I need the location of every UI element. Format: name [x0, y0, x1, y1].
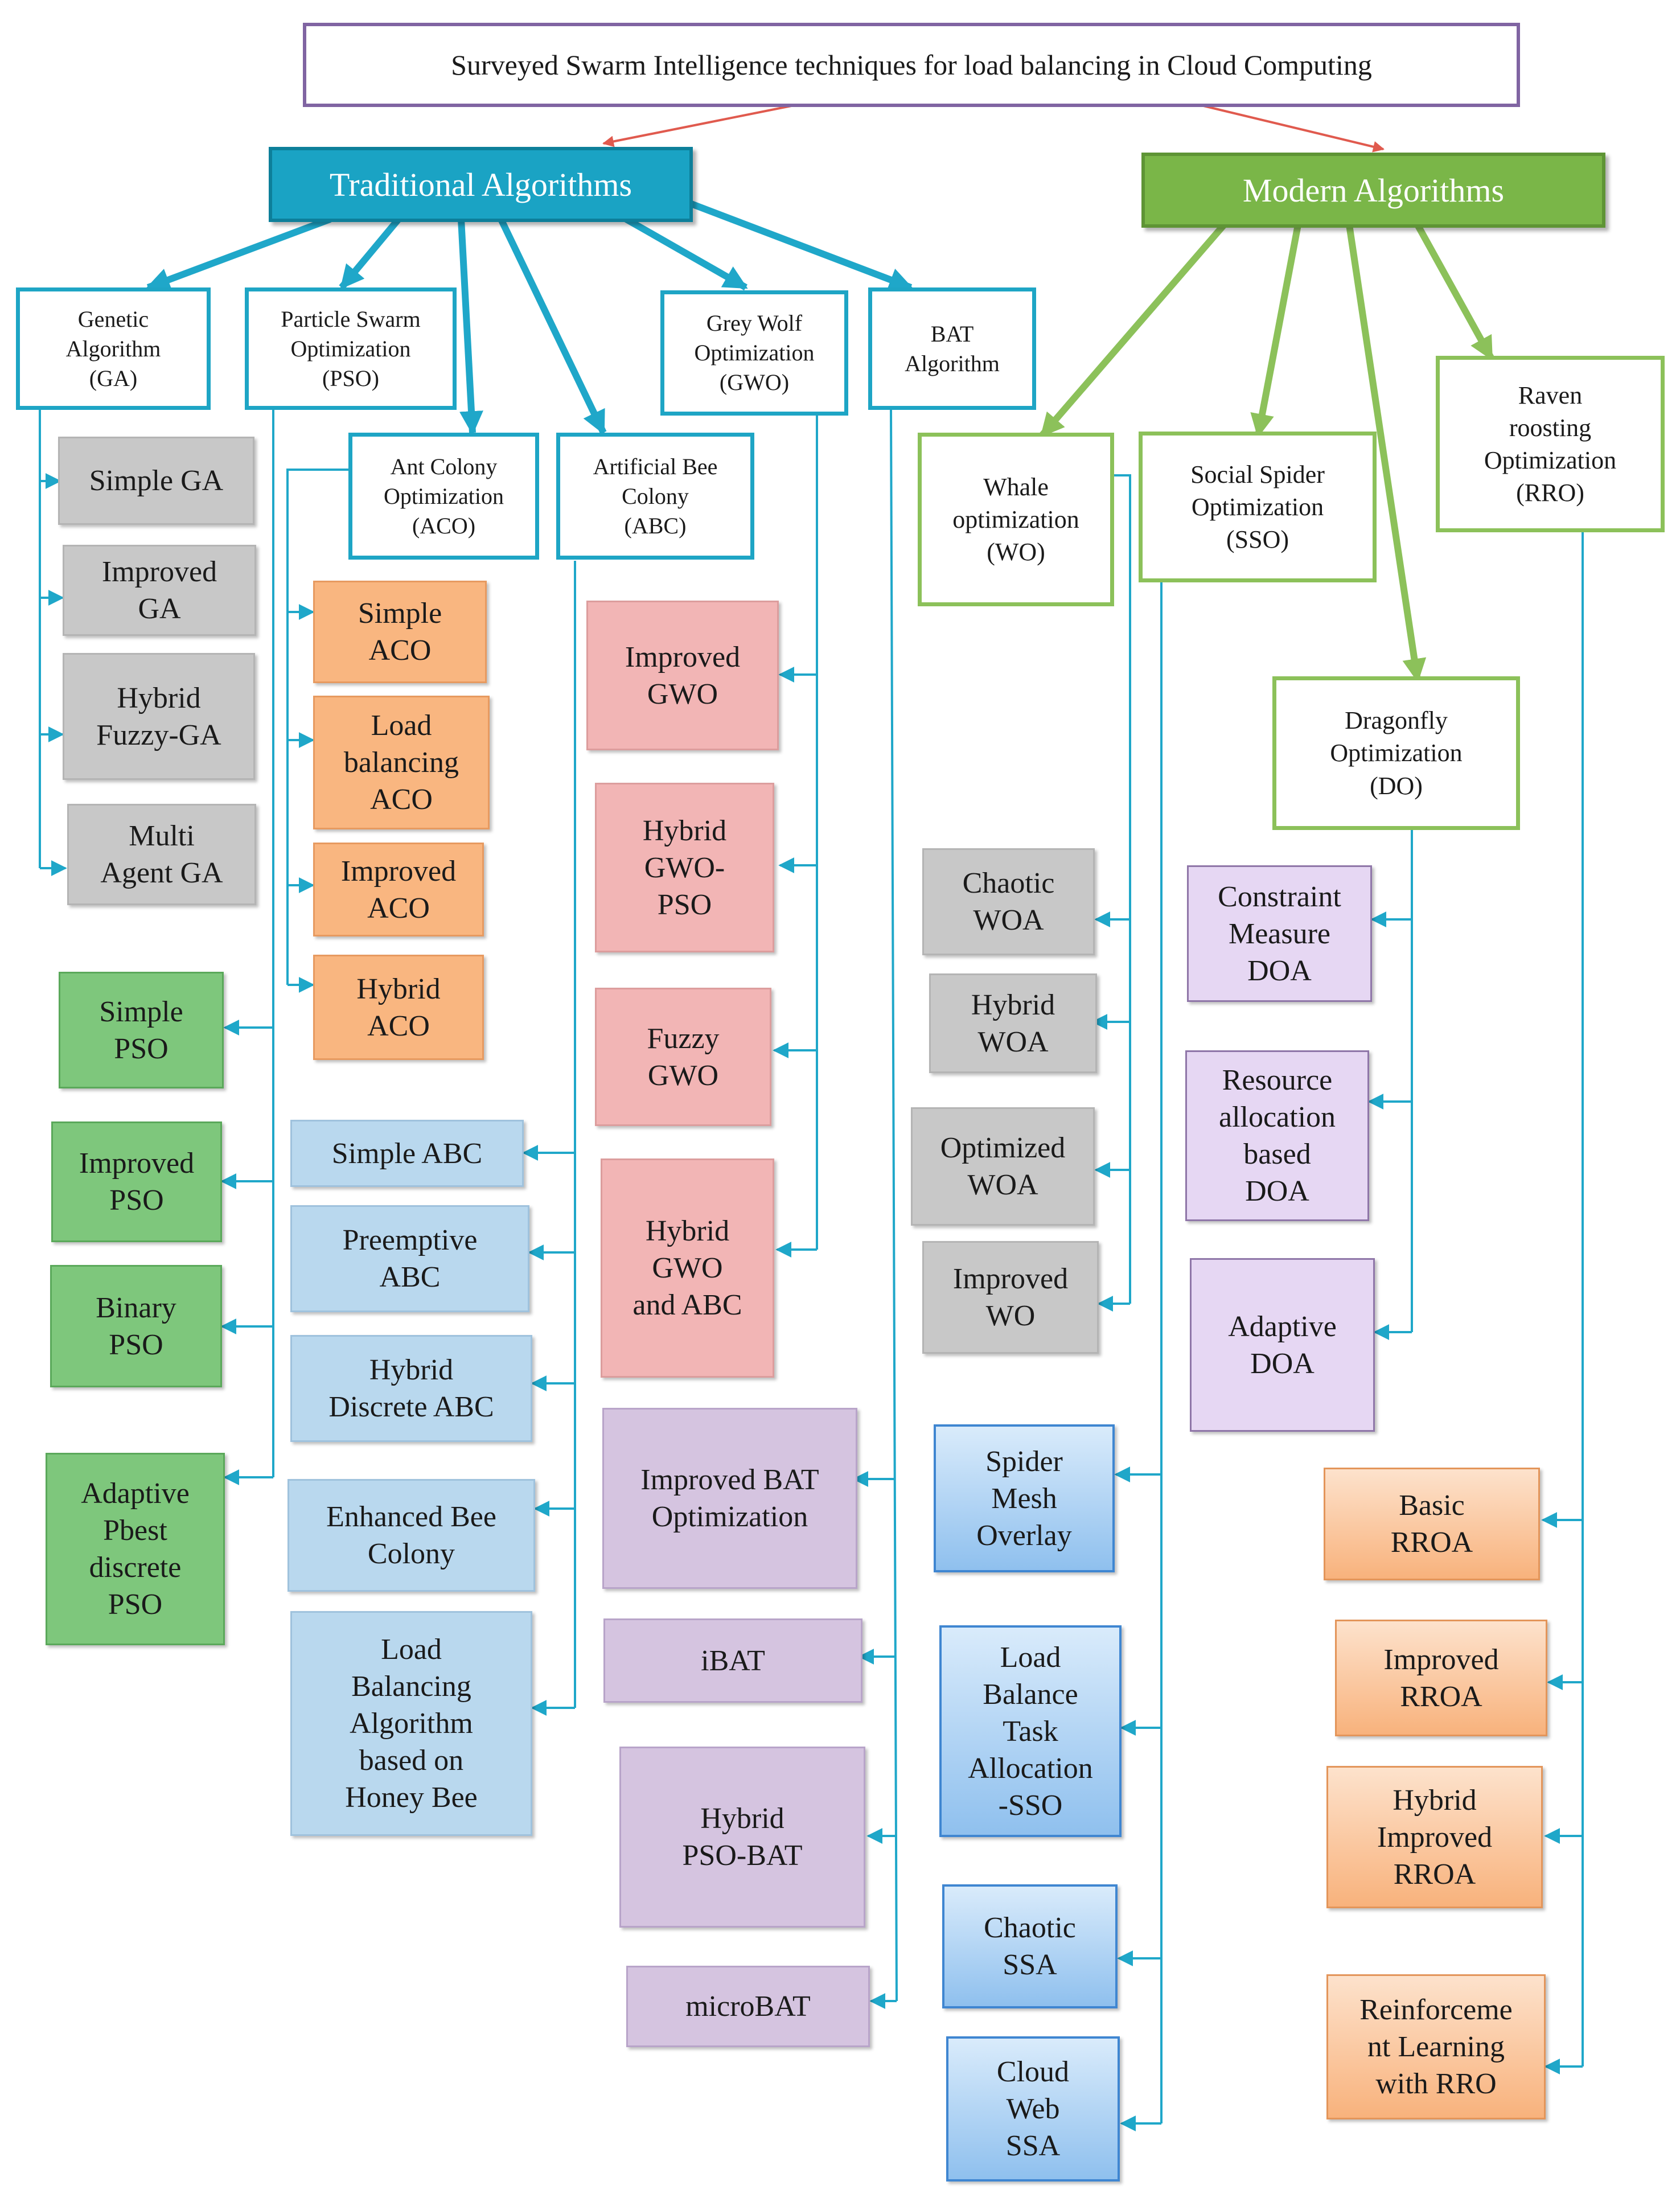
leaf-adaptive-doa: Adaptive DOA: [1190, 1258, 1375, 1432]
leaf-simple-ga: Simple GA: [58, 437, 254, 525]
leaf-enhanced-bee-colony: Enhanced Bee Colony: [287, 1479, 535, 1592]
leaf-hybrid-fuzzy-ga: Hybrid Fuzzy-GA: [63, 653, 255, 780]
leaf-hybrid-gwo-abc: Hybrid GWO and ABC: [601, 1158, 774, 1378]
leaf-improved-ga: Improved GA: [63, 545, 256, 636]
leaf-spider-mesh-overlay: Spider Mesh Overlay: [934, 1424, 1115, 1572]
leaf-ibat: iBAT: [603, 1618, 862, 1703]
leaf-chaotic-woa: Chaotic WOA: [922, 848, 1095, 955]
aco-node: Ant Colony Optimization (ACO): [348, 433, 539, 560]
wo-node: Whale optimization (WO): [918, 433, 1114, 606]
diagram-title: Surveyed Swarm Intelligence techniques f…: [303, 23, 1520, 107]
leaf-hybrid-gwo-pso: Hybrid GWO- PSO: [595, 783, 774, 952]
sso-node: Social Spider Optimization (SSO): [1139, 432, 1377, 582]
leaf-hybrid-woa: Hybrid WOA: [929, 973, 1097, 1073]
leaf-load-balancing-aco: Load balancing ACO: [313, 696, 490, 829]
leaf-cloud-web-ssa: Cloud Web SSA: [946, 2036, 1120, 2182]
gwo-node: Grey Wolf Optimization (GWO): [660, 290, 848, 416]
leaf-improved-wo: Improved WO: [922, 1241, 1099, 1354]
leaf-binary-pso: Binary PSO: [50, 1265, 222, 1387]
leaf-adaptive-pbest-pso: Adaptive Pbest discrete PSO: [46, 1453, 225, 1645]
leaf-hybrid-improved-rroa: Hybrid Improved RROA: [1326, 1766, 1543, 1908]
leaf-load-balance-task-allocation-sso: Load Balance Task Allocation -SSO: [939, 1625, 1122, 1837]
leaf-hybrid-pso-bat: Hybrid PSO-BAT: [619, 1747, 865, 1928]
leaf-multi-agent-ga: Multi Agent GA: [67, 804, 256, 905]
leaf-simple-aco: Simple ACO: [313, 581, 487, 683]
modern-algorithms-category: Modern Algorithms: [1141, 153, 1605, 228]
leaf-improved-pso: Improved PSO: [51, 1121, 222, 1242]
abc-node: Artificial Bee Colony (ABC): [556, 433, 754, 560]
leaf-fuzzy-gwo: Fuzzy GWO: [595, 988, 771, 1126]
leaf-hybrid-discrete-abc: Hybrid Discrete ABC: [290, 1335, 532, 1442]
do-node: Dragonfly Optimization (DO): [1272, 676, 1520, 830]
leaf-improved-gwo: Improved GWO: [586, 601, 779, 750]
leaf-chaotic-ssa: Chaotic SSA: [942, 1884, 1118, 2008]
leaf-preemptive-abc: Preemptive ABC: [290, 1205, 529, 1312]
traditional-algorithms-category: Traditional Algorithms: [269, 147, 693, 222]
leaf-resource-allocation-doa: Resource allocation based DOA: [1185, 1050, 1369, 1221]
pso-node: Particle Swarm Optimization (PSO): [245, 287, 457, 410]
rro-node: Raven roosting Optimization (RRO): [1436, 356, 1665, 532]
leaf-reinforcement-learning-rro: Reinforceme nt Learning with RRO: [1326, 1974, 1546, 2119]
leaf-load-balancing-honey-bee: Load Balancing Algorithm based on Honey …: [290, 1611, 532, 1836]
leaf-improved-aco: Improved ACO: [313, 843, 484, 936]
leaf-improved-bat: Improved BAT Optimization: [602, 1408, 857, 1589]
leaf-simple-abc: Simple ABC: [290, 1120, 524, 1187]
leaf-hybrid-aco: Hybrid ACO: [313, 955, 484, 1060]
leaf-simple-pso: Simple PSO: [59, 972, 224, 1088]
bat-node: BAT Algorithm: [868, 287, 1036, 410]
leaf-microbat: microBAT: [626, 1966, 870, 2047]
leaf-optimized-woa: Optimized WOA: [911, 1107, 1095, 1226]
leaf-improved-rroa: Improved RROA: [1335, 1620, 1547, 1736]
leaf-basic-rroa: Basic RROA: [1324, 1468, 1540, 1580]
leaf-constraint-measure-doa: Constraint Measure DOA: [1187, 865, 1372, 1002]
ga-node: Genetic Algorithm (GA): [16, 287, 211, 410]
